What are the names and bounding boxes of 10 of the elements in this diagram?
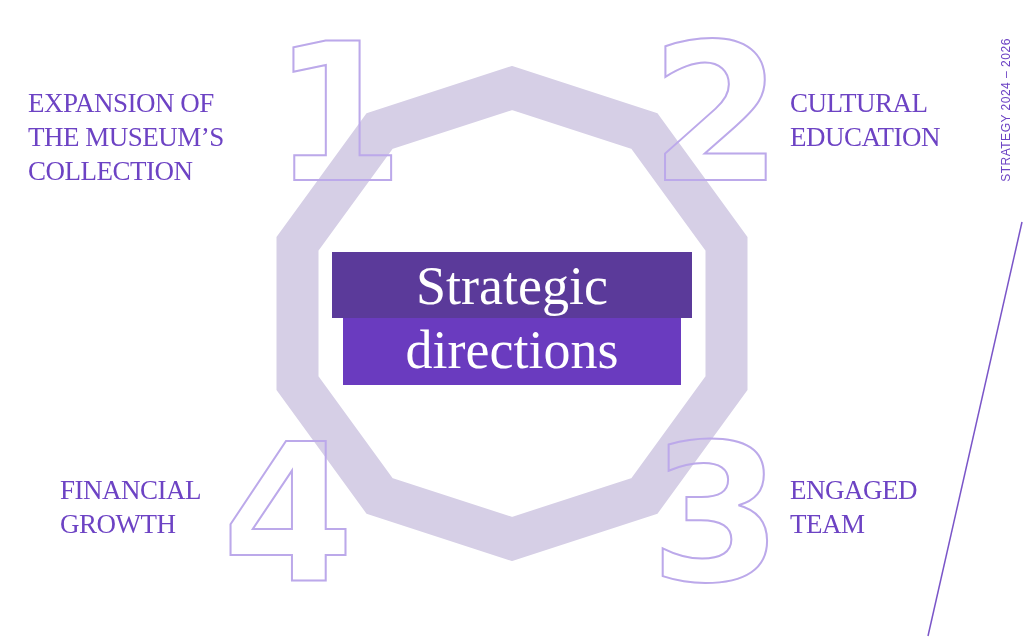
title-banner: Strategic directions (332, 252, 692, 385)
outlined-numeral: 3 (650, 420, 783, 610)
direction-label: FINANCIAL GROWTH (60, 474, 201, 541)
direction-label: EXPANSION OF THE MUSEUM’S COLLECTION (28, 87, 225, 188)
outlined-numeral: 4 (222, 420, 355, 610)
vertical-side-label: STRATEGY 2024 – 2026 (999, 38, 1013, 182)
outlined-numeral: 2 (650, 20, 783, 210)
direction-label: ENGAGED TEAM (790, 474, 918, 541)
outlined-numeral: 1 (272, 20, 405, 210)
direction-label: CULTURAL EDUCATION (790, 87, 941, 154)
